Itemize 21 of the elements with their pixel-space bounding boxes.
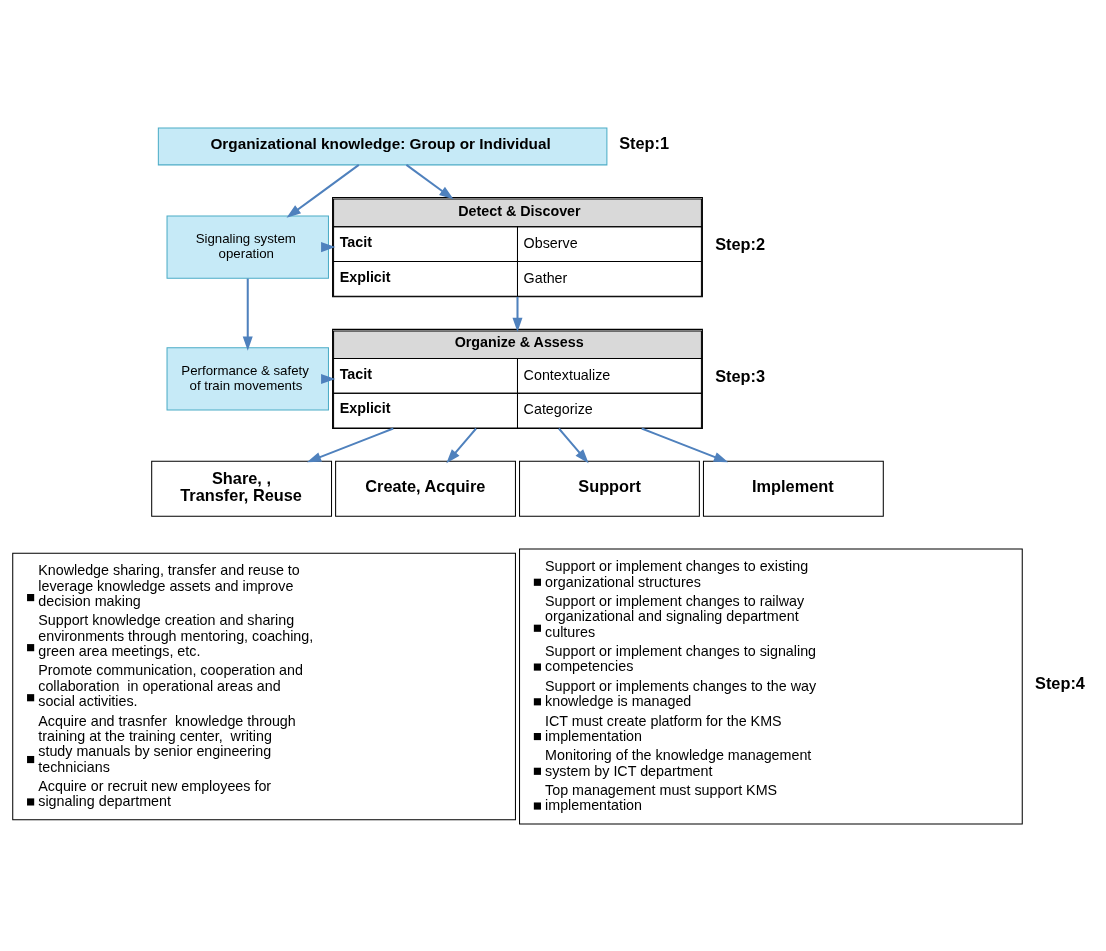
node-label: Step:2 xyxy=(715,234,766,253)
arrow xyxy=(512,296,523,332)
arrow xyxy=(641,427,729,462)
node-label: Step:3 xyxy=(715,366,766,385)
node-label: Step:4 xyxy=(1035,673,1085,692)
arrow xyxy=(321,373,336,384)
arrow xyxy=(321,241,336,252)
node-label: Step:1 xyxy=(619,133,670,152)
node-box: Support xyxy=(519,460,700,517)
node-box: Organizational knowledge: Group or Individual xyxy=(157,127,608,165)
arrow xyxy=(286,163,360,218)
node-box: Create, Acquire xyxy=(335,460,516,517)
node-box: Share, , Transfer, Reuse xyxy=(151,460,333,517)
node-box: Knowledge sharing, transfer and reuse to leverage knowledge assets and improve decision making Support knowledge creation and sharing environments through mentoring, coaching, green area meetings, etc. Promote communication, cooperation and collaboration in operational areas and social activities. Acquire and trasnfer knowledge through training at the training center, writing study manuals by senior engineering technicians Acquire or recruit new employees for signaling department xyxy=(12,552,516,820)
node-box: Implement xyxy=(702,460,884,517)
arrow xyxy=(242,278,253,351)
arrow xyxy=(446,427,477,463)
arrow xyxy=(558,427,589,463)
node-box: Support or implement changes to existing organizational structures Support or implement changes to railway organizational and signaling department cultures Support or implement changes to signaling competencies Support or implements changes to the way knowledge is managed ICT must create platform for the KMS implementation Monitoring of the knowledge management system by ICT department Top management must support KMS implementation xyxy=(519,548,1023,824)
arrow xyxy=(405,163,454,199)
arrow xyxy=(306,427,394,462)
